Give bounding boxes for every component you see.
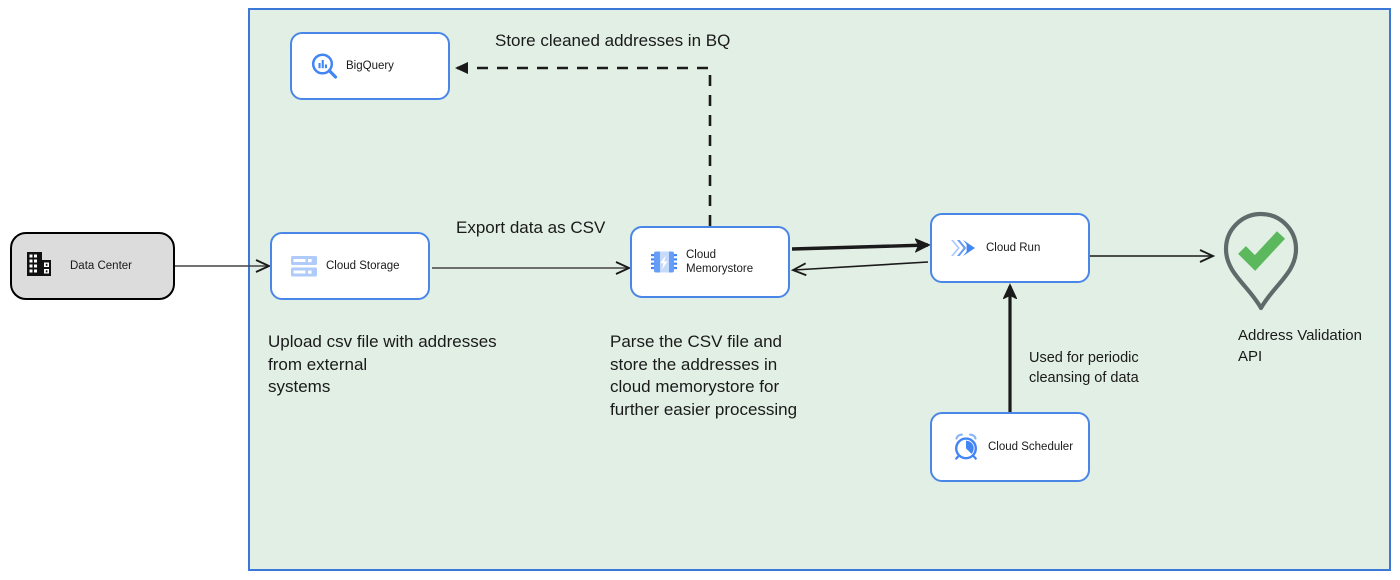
node-cloud-run[interactable]: Cloud Run <box>930 213 1090 283</box>
node-label-data-center: Data Center <box>70 260 133 272</box>
note-parse-csv: Parse the CSV file and store the address… <box>610 332 798 419</box>
node-data-center[interactable]: Data Center <box>10 232 175 300</box>
label-address-validation-api: Address Validation API <box>1238 327 1362 365</box>
node-cloud-memorystore[interactable]: Cloud Memorystore <box>630 226 790 298</box>
node-bigquery[interactable]: BigQuery <box>290 32 450 100</box>
edge-label-store-in-bq: Store cleaned addresses in BQ <box>495 31 731 50</box>
cloud-storage-icon <box>282 251 326 281</box>
bigquery-icon <box>302 51 346 81</box>
edge-label-export-csv: Export data as CSV <box>456 218 606 237</box>
node-address-validation-api[interactable] <box>1218 207 1304 312</box>
cloud-memorystore-icon <box>642 247 686 277</box>
node-cloud-scheduler[interactable]: Cloud Scheduler <box>930 412 1090 482</box>
cloud-scheduler-icon <box>944 432 988 462</box>
datacenter-building-icon <box>24 249 70 284</box>
edge-label-periodic-cleansing: Used for periodic cleansing of data <box>1029 350 1139 387</box>
map-pin-check-icon <box>1223 211 1299 311</box>
node-label-bigquery: BigQuery <box>346 59 394 72</box>
node-label-cloud-memorystore: Cloud Memorystore <box>686 248 754 275</box>
note-upload-csv: Upload csv file with addresses from exte… <box>268 332 497 397</box>
node-label-cloud-scheduler: Cloud Scheduler <box>988 440 1074 453</box>
node-label-cloud-storage: Cloud Storage <box>326 259 400 272</box>
node-cloud-storage[interactable]: Cloud Storage <box>270 232 430 300</box>
gcp-zone-container <box>248 8 1391 571</box>
cloud-run-icon <box>942 233 986 263</box>
node-label-cloud-run: Cloud Run <box>986 241 1041 254</box>
